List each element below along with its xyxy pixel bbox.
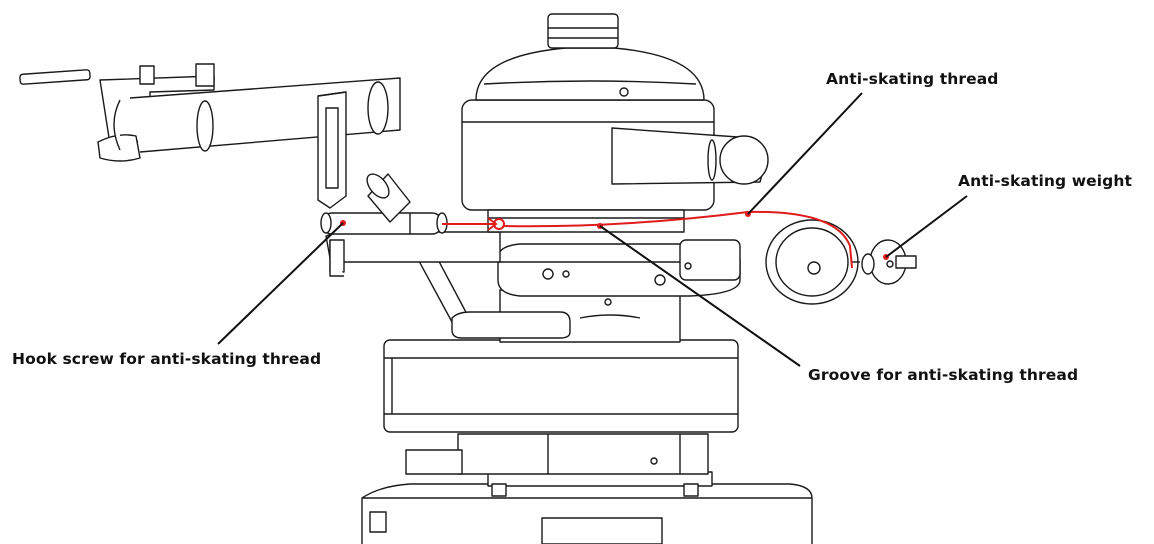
main-drum: [383, 339, 739, 433]
arm-base-plate: [325, 231, 501, 277]
arm-rest: [317, 91, 347, 209]
anti-skating-pulley: [679, 219, 859, 305]
leader-lines: [217, 92, 968, 367]
cue-post: [366, 173, 411, 223]
base-plinth: [361, 483, 813, 544]
label-anti-skating-weight: Anti-skating weight: [958, 172, 1133, 190]
leader-anti-skating-thread: [747, 92, 863, 215]
leader-anti-skating-weight: [885, 195, 968, 258]
counterweight-stub: [611, 127, 769, 185]
label-anti-skating-thread: Anti-skating thread: [826, 70, 999, 88]
anti-skating-weight: [852, 239, 917, 285]
headshell: [19, 63, 215, 162]
anti-skating-thread-path: [442, 210, 853, 269]
hook-screw-bar: [320, 212, 448, 235]
pivot-dome: [475, 13, 705, 101]
leader-groove: [599, 225, 801, 367]
label-groove: Groove for anti-skating thread: [808, 366, 1079, 384]
leader-hook-screw: [217, 222, 344, 345]
label-hook-screw: Hook screw for anti-skating thread: [12, 350, 322, 368]
base-collar: [405, 433, 713, 497]
